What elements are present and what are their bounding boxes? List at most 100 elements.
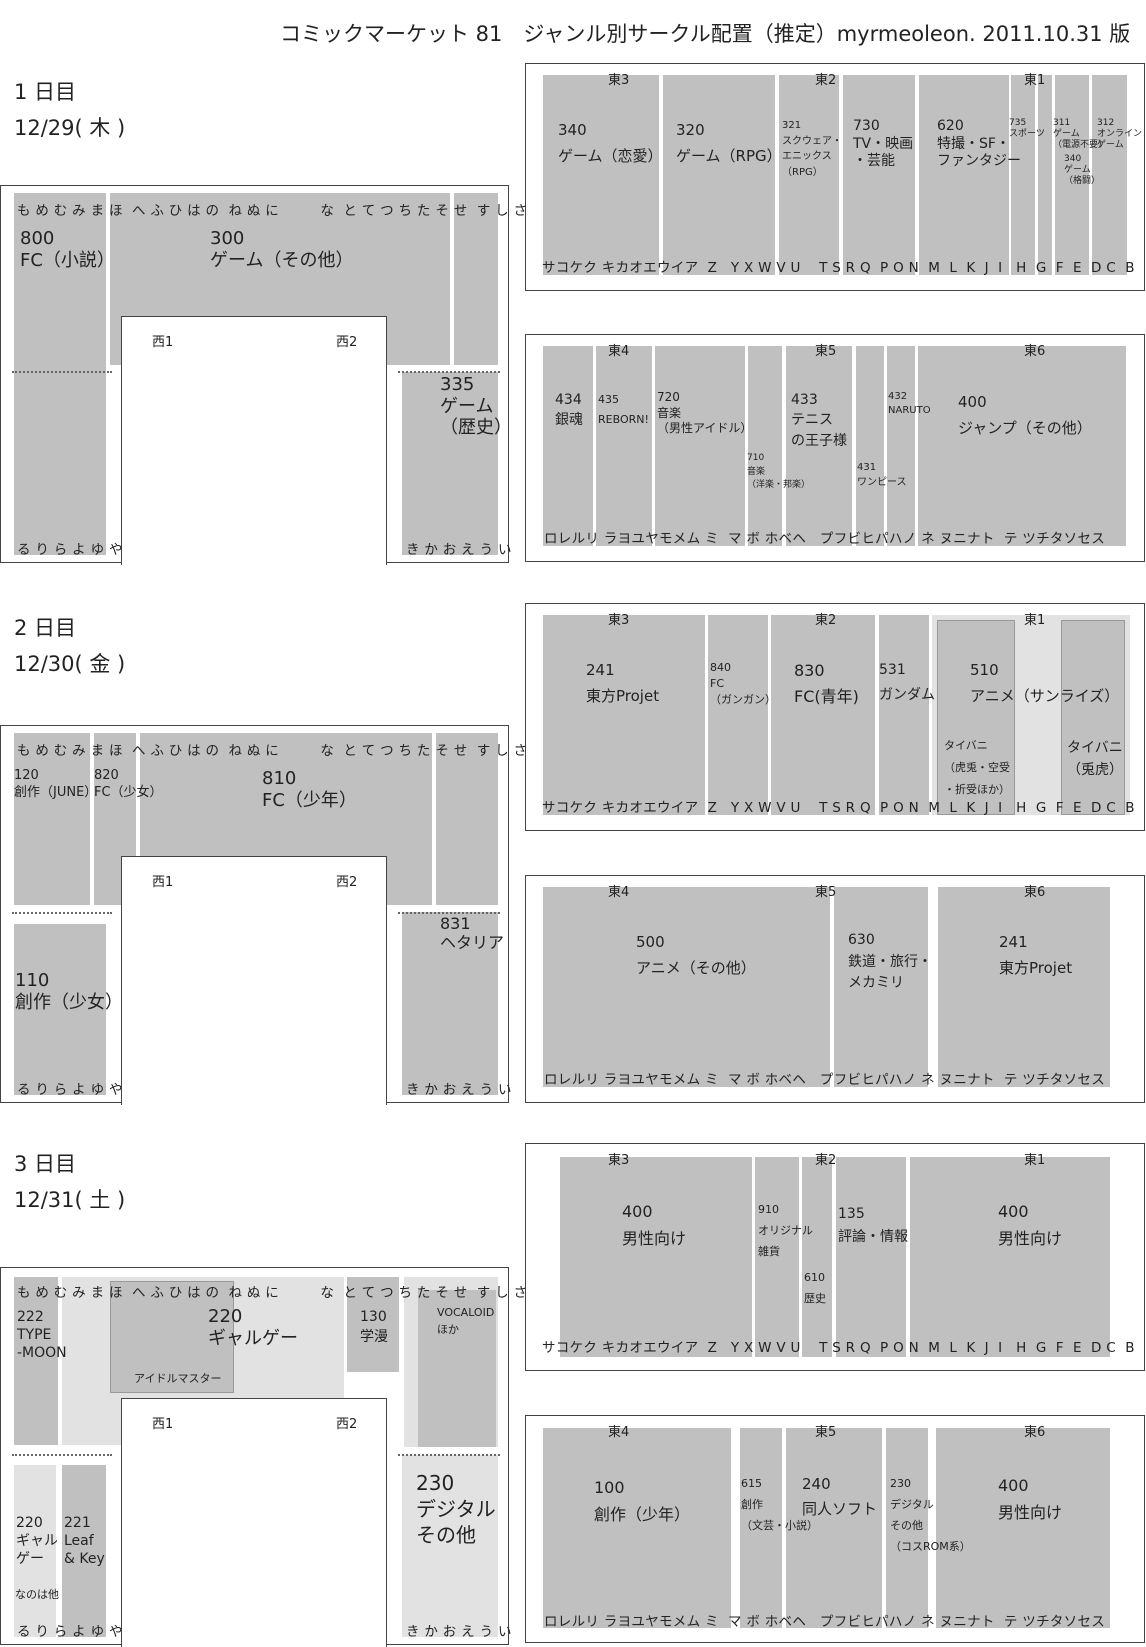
day2-block-241b — [938, 887, 1110, 1087]
row-labels-bottom-right: き か お え う い — [406, 542, 512, 558]
genre-400: 400 男性向け — [998, 1476, 1063, 1523]
row-labels-bottom-right: き か お え う い — [406, 1624, 512, 1640]
hall-w1: 西1 — [152, 875, 174, 890]
genre-300: 300 ゲーム（その他） — [210, 228, 354, 271]
genre-510: 510 アニメ（サンライズ） — [970, 661, 1120, 705]
row-labels-east123: サコケク キカオエウイア Z Y X W V U T S R Q P O N M… — [542, 1340, 1135, 1356]
genre-720: 720 音楽 （男性アイドル） — [657, 390, 753, 436]
genre-241b: 241 東方Projet — [999, 933, 1073, 977]
day1-block-340k — [1038, 75, 1052, 275]
day2-block-831 — [402, 912, 498, 1095]
day3-block-221 — [62, 1465, 106, 1637]
hall-e4: 東4 — [608, 885, 630, 900]
genre-400a: 400 男性向け — [622, 1202, 687, 1249]
genre-imas: アイドルマスター — [134, 1372, 222, 1385]
genre-820: 820 FC（少女） — [94, 768, 163, 800]
day1-date: 12/29( 木 ) — [14, 116, 126, 140]
day2-block-kokeku — [436, 733, 498, 905]
genre-340k: 340 ゲーム （格闘） — [1064, 154, 1101, 186]
genre-130: 130 学漫 — [360, 1309, 388, 1346]
day2-block-241 — [543, 615, 705, 815]
genre-335: 335 ゲーム （歴史） — [440, 374, 512, 439]
row-labels-top: も め む み ま ほ へ ふ ひ は の ね ぬ に な と て つ ち た … — [17, 743, 588, 759]
day3-block-220b — [14, 1465, 56, 1637]
day2-block-110 — [14, 924, 106, 1095]
genre-531: 531 ガンダム — [879, 662, 935, 703]
genre-tiger1: タイバニ （虎兎・空受 ・折受ほか） — [944, 739, 1010, 796]
day3-west-hall — [121, 1398, 387, 1647]
day3-block-222 — [14, 1277, 58, 1445]
day1-block-400 — [918, 346, 1126, 546]
day2-block-tiger2 — [1061, 620, 1125, 815]
genre-321: 321 スクウェア・ エニックス （RPG） — [782, 120, 842, 178]
hall-w2: 西2 — [336, 1417, 358, 1432]
day3-block-135 — [836, 1157, 906, 1357]
row-labels-east123: サコケク キカオエウイア Z Y X W V U T S R Q P O N M… — [542, 800, 1135, 816]
genre-400: 400 ジャンプ（その他） — [958, 393, 1092, 437]
genre-435: 435 REBORN! — [598, 393, 649, 426]
hall-e6: 東6 — [1024, 1425, 1046, 1440]
row-labels-top: も め む み ま ほ へ ふ ひ は の ね ぬ に な と て つ ち た … — [17, 1285, 588, 1301]
genre-340: 340 ゲーム（恋愛） — [558, 121, 663, 165]
genre-433: 433 テニス の王子様 — [791, 392, 847, 449]
hall-e6: 東6 — [1024, 344, 1046, 359]
row-labels-east123: サコケク キカオエウイア Z Y X W V U T S R Q P O N M… — [542, 260, 1135, 276]
day1-block-kokeku — [454, 193, 498, 365]
genre-120: 120 創作（JUNE） — [14, 768, 98, 800]
hall-e1: 東1 — [1024, 613, 1046, 628]
row-labels-bottom-left: る り ら よ ゆ や — [17, 1082, 123, 1098]
day3-block-imas — [110, 1281, 234, 1393]
hall-w1: 西1 — [152, 1417, 174, 1432]
day3-block-910 — [755, 1157, 799, 1357]
divider — [398, 371, 500, 373]
genre-500: 500 アニメ（その他） — [636, 933, 756, 977]
day2-block-500 — [543, 887, 830, 1087]
genre-vocaloid: VOCALOID ほか — [437, 1306, 495, 1337]
genre-735: 735 スポーツ — [1009, 118, 1045, 139]
day3-block-400b — [910, 1157, 1110, 1357]
day2-west-hall — [121, 856, 387, 1105]
day3-block-230 — [402, 1455, 498, 1637]
day2-block-830 — [771, 615, 875, 815]
genre-830: 830 FC(青年) — [794, 661, 859, 706]
genre-620: 620 特撮・SF・ ファンタジー — [937, 118, 1021, 169]
day3-block-130 — [347, 1277, 399, 1372]
day1-block-720 — [655, 346, 745, 546]
hall-e3: 東3 — [608, 613, 630, 628]
genre-810: 810 FC（少年） — [262, 768, 357, 811]
divider — [398, 1454, 500, 1456]
genre-241: 241 東方Projet — [586, 661, 660, 705]
genre-615: 615 創作 （文芸・小説） — [741, 1477, 818, 1532]
day2-label: 2 日目 — [14, 616, 77, 640]
genre-240: 240 同人ソフト — [802, 1475, 878, 1518]
day1-block-730 — [843, 75, 915, 275]
day3-block-610 — [802, 1157, 832, 1357]
day1-block-340 — [543, 75, 659, 275]
genre-135: 135 評論・情報 — [838, 1206, 908, 1246]
day3-block-400a — [560, 1157, 752, 1357]
day1-block-710 — [748, 346, 782, 546]
day1-block-435 — [596, 346, 652, 546]
genre-110: 110 創作（少女） — [15, 970, 123, 1013]
day3-block-615 — [740, 1428, 782, 1628]
genre-730: 730 TV・映画 ・芸能 — [853, 118, 914, 169]
page-title: コミックマーケット 81 ジャンル別サークル配置（推定）myrmeoleon. … — [280, 22, 1131, 46]
day1-label: 1 日目 — [14, 80, 77, 104]
day1-block-311 — [1055, 75, 1089, 275]
day1-block-620 — [919, 75, 1009, 275]
genre-432: 432 NARUTO — [888, 391, 931, 416]
genre-630: 630 鉄道・旅行・ メカミリ — [848, 932, 932, 992]
row-labels-east456: ロレルリ ラヨユヤモメム ミ マ ボ ホベヘ プフビヒパハノ ネ ヌニナト テ … — [544, 1614, 1106, 1630]
genre-100: 100 創作（少年） — [594, 1478, 691, 1525]
row-labels-bottom-right: き か お え う い — [406, 1082, 512, 1098]
hall-e5: 東5 — [815, 1425, 837, 1440]
hall-w1: 西1 — [152, 335, 174, 350]
hall-e4: 東4 — [608, 1425, 630, 1440]
genre-221: 221 Leaf & Key — [64, 1515, 105, 1568]
divider — [12, 1454, 112, 1456]
hall-e4: 東4 — [608, 344, 630, 359]
genre-nanoha: なのは他 — [15, 1588, 59, 1601]
hall-e1: 東1 — [1024, 73, 1046, 88]
genre-tiger2: タイバニ （兎虎） — [1067, 740, 1123, 778]
